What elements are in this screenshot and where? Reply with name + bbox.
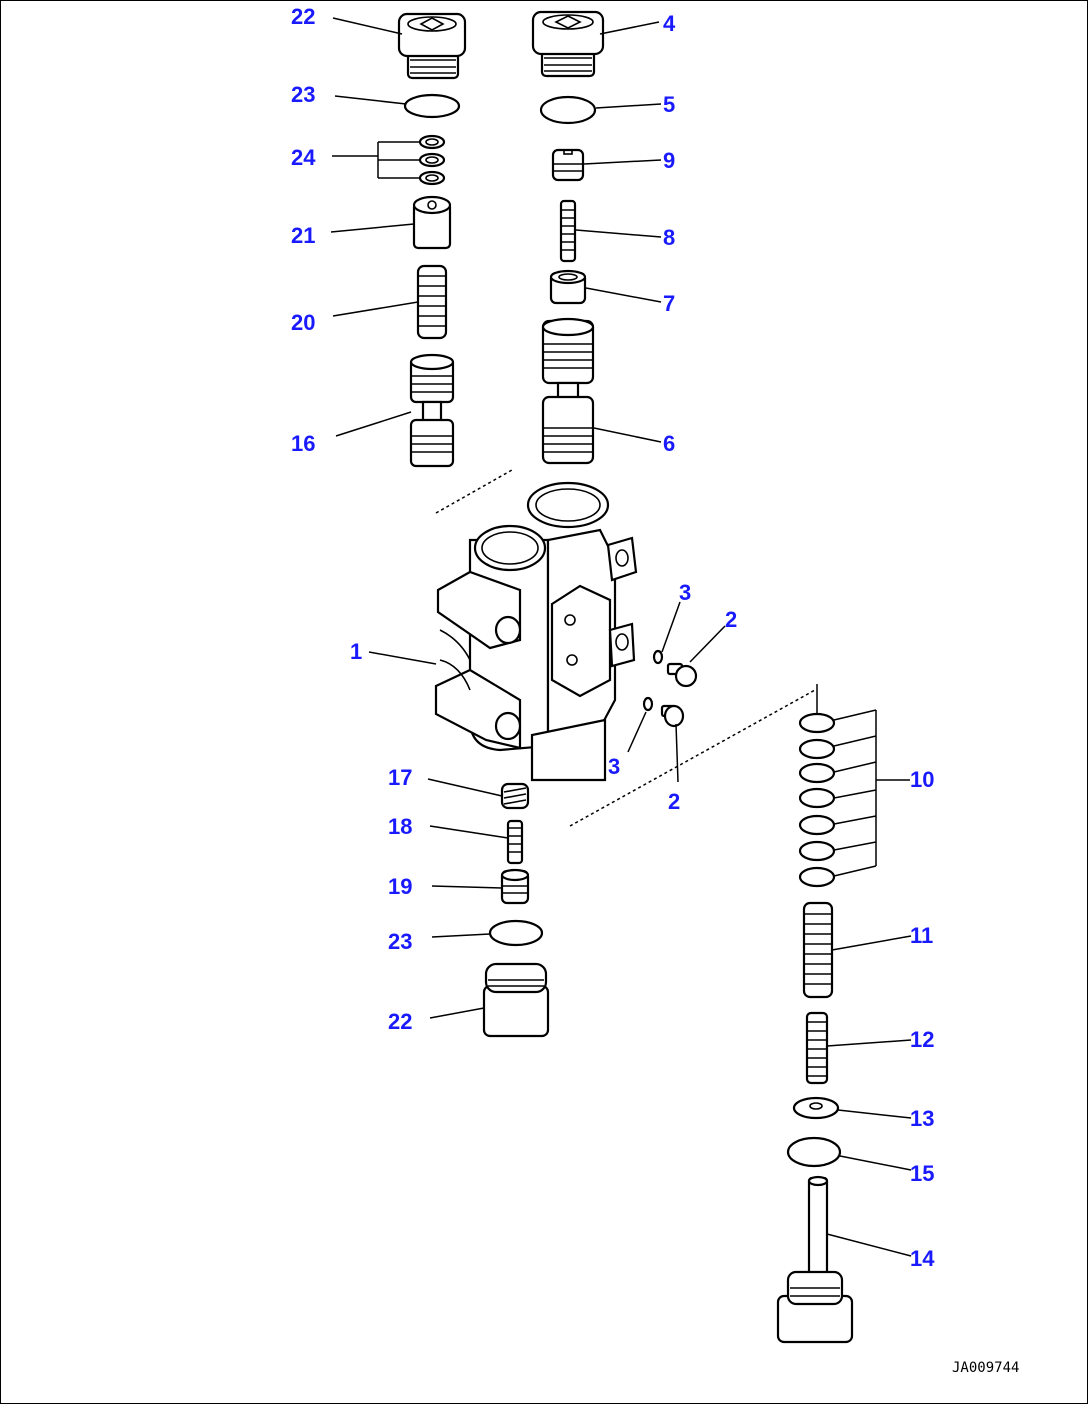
label-21: 21	[291, 223, 315, 248]
part-labels: 22 4 23 5 24 9 21 8 20 7 16 6 3 2 1 3 2 …	[291, 4, 935, 1271]
label-24: 24	[291, 145, 316, 170]
label-14: 14	[910, 1246, 935, 1271]
o-ring-3-lower	[642, 696, 654, 712]
label-8: 8	[663, 225, 675, 250]
label-3-lower: 3	[608, 754, 620, 779]
rings-24	[418, 134, 446, 186]
label-11: 11	[910, 923, 933, 948]
label-3-upper: 3	[679, 580, 691, 605]
spring-20	[416, 264, 448, 340]
label-13: 13	[910, 1106, 934, 1131]
plug-2-upper	[666, 662, 698, 688]
label-9: 9	[663, 148, 675, 173]
centerline-upper	[435, 469, 513, 514]
o-ring-3-upper	[652, 649, 664, 665]
valve-body-1	[434, 481, 638, 782]
plug-9	[551, 148, 585, 182]
label-1: 1	[350, 639, 362, 664]
label-17: 17	[388, 765, 412, 790]
piston-21	[412, 195, 452, 250]
o-ring-15	[786, 1136, 842, 1168]
label-4: 4	[663, 11, 676, 36]
drawing-code: JA009744	[952, 1360, 1019, 1376]
label-10: 10	[910, 767, 934, 792]
leader-lines	[330, 17, 912, 1257]
spring-11	[802, 901, 834, 999]
label-23-bottom: 23	[388, 929, 412, 954]
label-22-bottom: 22	[388, 1009, 412, 1034]
retainer-13	[792, 1096, 840, 1120]
o-ring-23-bottom	[488, 919, 544, 947]
valve-6	[541, 317, 595, 465]
seat-19	[500, 868, 530, 905]
label-2-upper: 2	[725, 607, 737, 632]
plug-2-lower	[660, 704, 685, 728]
piston-14	[776, 1175, 854, 1344]
seat-7	[549, 269, 587, 305]
plug-4	[531, 10, 605, 78]
shims-10	[798, 712, 836, 888]
label-15: 15	[910, 1161, 934, 1186]
spring-18	[506, 819, 524, 865]
plug-22-top	[397, 12, 467, 80]
label-12: 12	[910, 1027, 934, 1052]
label-16: 16	[291, 431, 315, 456]
label-7: 7	[663, 291, 675, 316]
label-2-lower: 2	[668, 789, 680, 814]
label-18: 18	[388, 814, 412, 839]
o-ring-23-top	[403, 93, 461, 119]
label-23-top: 23	[291, 82, 315, 107]
label-6: 6	[663, 431, 675, 456]
label-22-top: 22	[291, 4, 315, 29]
plug-17	[500, 782, 530, 810]
spring-8	[559, 199, 577, 263]
plug-22-bottom	[482, 962, 550, 1038]
spring-12	[805, 1011, 829, 1085]
label-20: 20	[291, 310, 315, 335]
label-19: 19	[388, 874, 412, 899]
spool-16	[409, 353, 455, 468]
o-ring-5	[539, 95, 597, 125]
centerline-lower	[569, 689, 816, 827]
label-5: 5	[663, 92, 675, 117]
